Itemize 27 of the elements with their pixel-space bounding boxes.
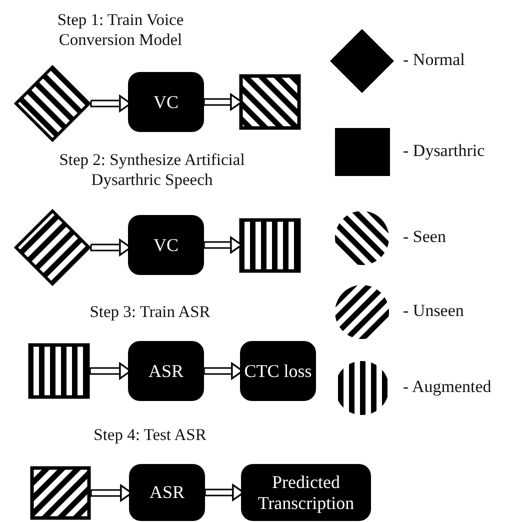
step-heading: Step 1: Train Voice Conversion Model	[56, 10, 185, 50]
box-label: Predicted Transcription	[256, 472, 356, 514]
box-label: VC	[153, 92, 178, 112]
normal-speech-diamond	[14, 65, 91, 142]
normal-speech-diamond	[14, 209, 91, 286]
legend-label: - Augmented	[403, 377, 492, 397]
model-box	[240, 341, 316, 401]
dysarthric-speech-square	[28, 343, 90, 399]
model-box	[128, 215, 204, 275]
model-box	[129, 464, 205, 521]
box-label: ASR	[148, 360, 184, 382]
step-heading: Step 2: Synthesize Artificial Dysarthric Speech	[58, 150, 246, 190]
model-box	[241, 464, 371, 521]
dysarthric-speech-square	[239, 218, 301, 273]
dysarthric-speech-square	[30, 466, 91, 520]
step-heading: Step 4: Test ASR	[92, 425, 208, 445]
legend-label: - Unseen	[403, 301, 464, 321]
dysarthric-speech-square	[239, 74, 301, 130]
box-label: CTC loss	[244, 360, 312, 382]
legend-label: - Seen	[403, 227, 446, 247]
model-box	[128, 341, 204, 401]
step-heading: Step 3: Train ASR	[88, 302, 212, 322]
legend-label: - Normal	[403, 50, 465, 70]
model-box	[128, 72, 204, 132]
legend-label: - Dysarthric	[403, 141, 485, 161]
box-label: VC	[153, 234, 178, 256]
box-label: ASR	[149, 482, 184, 503]
